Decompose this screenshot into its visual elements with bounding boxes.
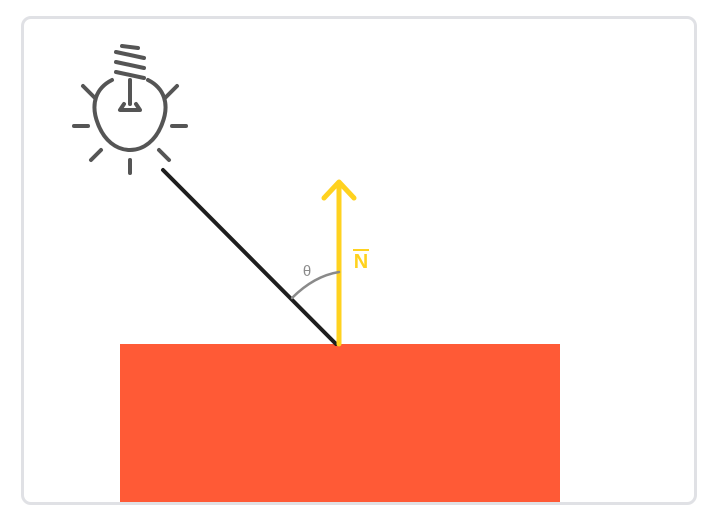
light-ray (161, 168, 338, 346)
normal-label-text: N (354, 251, 368, 273)
normal-arrow-head (321, 179, 357, 201)
angle-arc (290, 270, 341, 300)
normal-vector (321, 179, 357, 347)
angle-label: θ (303, 263, 311, 280)
normal-label: N (353, 249, 369, 273)
light-bulb-icon (72, 44, 188, 175)
surface-rectangle (120, 344, 560, 502)
